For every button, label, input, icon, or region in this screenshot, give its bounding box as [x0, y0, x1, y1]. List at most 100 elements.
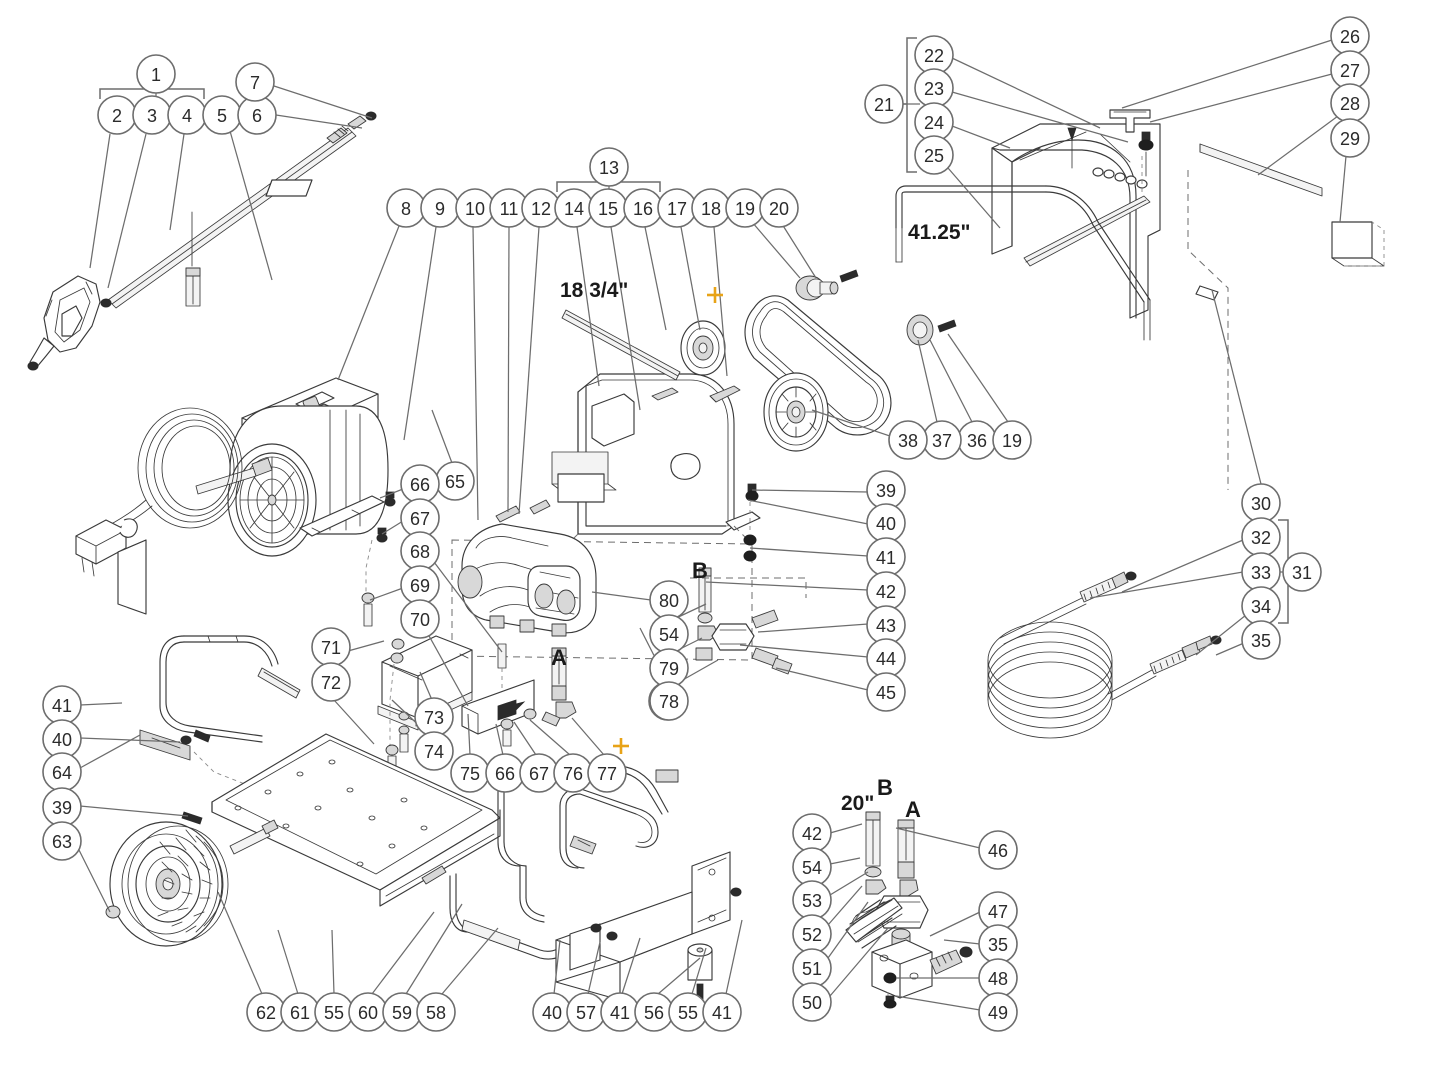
callout-41[interactable]: 41: [42, 685, 82, 725]
callout-42[interactable]: 42: [866, 571, 906, 611]
callout-21[interactable]: 21: [864, 84, 904, 124]
callout-40[interactable]: 40: [866, 503, 906, 543]
callout-59[interactable]: 59: [382, 992, 422, 1032]
callout-number: 55: [678, 1003, 698, 1023]
callout-51[interactable]: 51: [792, 948, 832, 988]
callout-69[interactable]: 69: [400, 565, 440, 605]
callout-42[interactable]: 42: [792, 813, 832, 853]
callout-5[interactable]: 5: [202, 95, 242, 135]
callout-50[interactable]: 50: [792, 982, 832, 1022]
callout-19[interactable]: 19: [992, 420, 1032, 460]
shroud-handle-assembly: [895, 109, 1385, 490]
callout-30[interactable]: 30: [1241, 483, 1281, 523]
label-b-lower: B: [877, 775, 893, 800]
callout-leader-44: [739, 644, 869, 658]
callout-leader-34: [1195, 614, 1247, 656]
callout-79[interactable]: 79: [649, 648, 689, 688]
callout-8[interactable]: 8: [386, 188, 426, 228]
callout-55[interactable]: 55: [314, 992, 354, 1032]
callout-16[interactable]: 16: [623, 188, 663, 228]
callout-6[interactable]: 6: [237, 95, 277, 135]
callout-2[interactable]: 2: [97, 95, 137, 135]
callout-80[interactable]: 80: [649, 580, 689, 620]
callout-37[interactable]: 37: [922, 420, 962, 460]
callout-7[interactable]: 7: [235, 62, 275, 102]
callout-10[interactable]: 10: [455, 188, 495, 228]
callout-12[interactable]: 12: [521, 188, 561, 228]
callout-67[interactable]: 67: [400, 498, 440, 538]
callout-number: 11: [500, 199, 519, 219]
callout-number: 75: [460, 764, 480, 784]
callout-58[interactable]: 58: [416, 992, 456, 1032]
callout-68[interactable]: 68: [400, 531, 440, 571]
callout-3[interactable]: 3: [132, 95, 172, 135]
callout-76[interactable]: 76: [553, 753, 593, 793]
callout-15[interactable]: 15: [588, 188, 628, 228]
callout-26[interactable]: 26: [1330, 16, 1370, 56]
callout-40[interactable]: 40: [42, 719, 82, 759]
callout-35[interactable]: 35: [978, 924, 1018, 964]
callout-56[interactable]: 56: [634, 992, 674, 1032]
callout-67[interactable]: 67: [519, 753, 559, 793]
callout-28[interactable]: 28: [1330, 83, 1370, 123]
callout-31[interactable]: 31: [1282, 552, 1322, 592]
callout-54[interactable]: 54: [792, 847, 832, 887]
callout-48[interactable]: 48: [978, 958, 1018, 998]
callout-74[interactable]: 74: [414, 731, 454, 771]
callout-75[interactable]: 75: [450, 753, 490, 793]
callout-77[interactable]: 77: [587, 753, 627, 793]
callout-71[interactable]: 71: [311, 627, 351, 667]
callout-53[interactable]: 53: [792, 880, 832, 920]
callout-11[interactable]: 11: [489, 188, 529, 228]
callout-39[interactable]: 39: [42, 787, 82, 827]
callout-23[interactable]: 23: [914, 68, 954, 108]
callout-60[interactable]: 60: [348, 992, 388, 1032]
callout-19[interactable]: 19: [725, 188, 765, 228]
callout-29[interactable]: 29: [1330, 118, 1370, 158]
callout-13[interactable]: 13: [589, 147, 629, 187]
callout-57[interactable]: 57: [566, 992, 606, 1032]
callout-72[interactable]: 72: [311, 662, 351, 702]
callout-1[interactable]: 1: [136, 54, 176, 94]
callout-14[interactable]: 14: [554, 188, 594, 228]
callout-55[interactable]: 55: [668, 992, 708, 1032]
callout-45[interactable]: 45: [866, 672, 906, 712]
callout-41[interactable]: 41: [600, 992, 640, 1032]
callout-18[interactable]: 18: [691, 188, 731, 228]
callout-25[interactable]: 25: [914, 135, 954, 175]
callout-39[interactable]: 39: [866, 470, 906, 510]
callout-78[interactable]: 78: [649, 681, 689, 721]
callout-9[interactable]: 9: [420, 188, 460, 228]
callout-46[interactable]: 46: [978, 830, 1018, 870]
callout-36[interactable]: 36: [957, 420, 997, 460]
callout-66[interactable]: 66: [400, 464, 440, 504]
callout-number: 43: [876, 616, 896, 636]
callout-41[interactable]: 41: [702, 992, 742, 1032]
callout-32[interactable]: 32: [1241, 517, 1281, 557]
callout-4[interactable]: 4: [167, 95, 207, 135]
callout-number: 61: [290, 1003, 310, 1023]
callout-52[interactable]: 52: [792, 914, 832, 954]
callout-44[interactable]: 44: [866, 638, 906, 678]
callout-66[interactable]: 66: [485, 753, 525, 793]
callout-65[interactable]: 65: [435, 461, 475, 501]
callout-70[interactable]: 70: [400, 599, 440, 639]
callout-64[interactable]: 64: [42, 752, 82, 792]
callout-number: 77: [597, 764, 617, 784]
callout-27[interactable]: 27: [1330, 50, 1370, 90]
callout-61[interactable]: 61: [280, 992, 320, 1032]
callout-63[interactable]: 63: [42, 821, 82, 861]
callout-20[interactable]: 20: [759, 188, 799, 228]
callout-73[interactable]: 73: [414, 697, 454, 737]
callout-33[interactable]: 33: [1241, 552, 1281, 592]
callout-62[interactable]: 62: [246, 992, 286, 1032]
callout-38[interactable]: 38: [888, 420, 928, 460]
callout-54[interactable]: 54: [649, 614, 689, 654]
callout-49[interactable]: 49: [978, 992, 1018, 1032]
callout-35[interactable]: 35: [1241, 620, 1281, 660]
callout-34[interactable]: 34: [1241, 586, 1281, 626]
callout-40[interactable]: 40: [532, 992, 572, 1032]
callout-22[interactable]: 22: [914, 35, 954, 75]
callout-41[interactable]: 41: [866, 537, 906, 577]
callout-17[interactable]: 17: [657, 188, 697, 228]
